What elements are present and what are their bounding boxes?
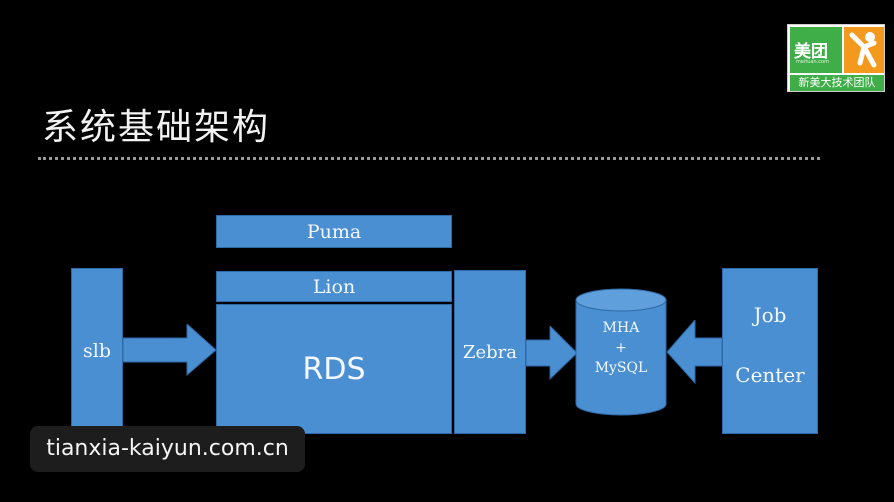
arrow-zebra-to-db	[526, 326, 578, 380]
zebra-box: Zebra	[454, 270, 526, 434]
lion-box: Lion	[216, 271, 452, 302]
database-label: MHA + MySQL	[575, 318, 667, 378]
job-center-box: Job Center	[722, 268, 818, 434]
slb-box: slb	[71, 268, 123, 434]
db-label-line3: MySQL	[594, 360, 648, 376]
meituan-logo: 美团 meituan.com 新美大技术团队	[787, 24, 885, 92]
logo-brand-text: 美团	[794, 42, 828, 62]
logo-team-text: 新美大技术团队	[790, 75, 884, 91]
job-label-line2: Center	[735, 363, 805, 387]
lion-label: Lion	[312, 275, 356, 298]
logo-person-icon	[844, 27, 884, 73]
logo-small-text: meituan.com	[796, 59, 829, 65]
title-divider	[38, 157, 820, 160]
logo-green-panel: 美团 meituan.com	[790, 27, 842, 73]
puma-label: Puma	[306, 220, 362, 243]
arrow-job-to-db	[667, 320, 723, 384]
arrow-slb-to-rds	[123, 324, 217, 376]
db-label-line2: +	[615, 340, 627, 356]
rds-label: RDS	[302, 351, 366, 387]
watermark-badge: tianxia-kaiyun.com.cn	[30, 426, 305, 472]
slb-label: slb	[83, 340, 111, 362]
puma-box: Puma	[216, 215, 452, 248]
database-cylinder-icon	[575, 288, 667, 416]
db-label-line1: MHA	[602, 320, 640, 336]
rds-box: RDS	[216, 304, 452, 434]
zebra-label: Zebra	[462, 341, 518, 363]
job-label-line1: Job	[753, 303, 787, 327]
slide-title: 系统基础架构	[42, 107, 271, 148]
